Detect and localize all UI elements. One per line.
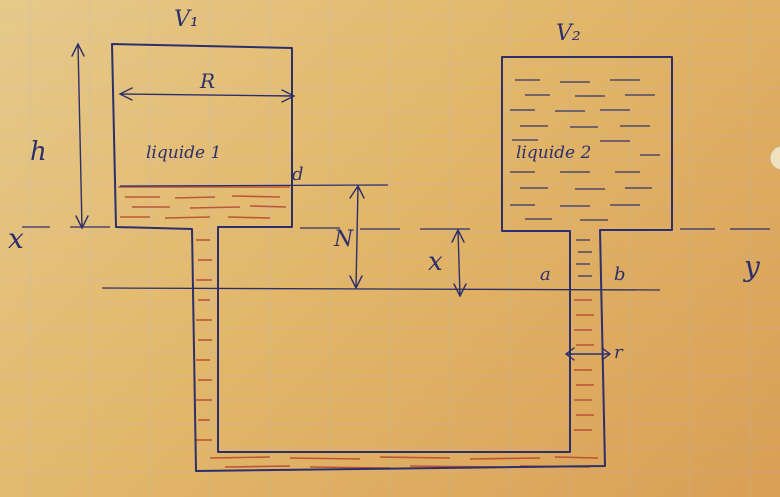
label-h: h <box>30 137 47 167</box>
dimension-arrows <box>71 42 612 361</box>
vessel1-outline <box>111 43 673 472</box>
label-y-axis: y <box>742 250 761 283</box>
label-liquid1: liquide 1 <box>146 143 221 163</box>
vessel-outline <box>111 43 673 472</box>
label-v2: V₂ <box>556 21 581 46</box>
label-b: b <box>614 264 626 285</box>
arrow-x <box>451 228 467 298</box>
label-x-height: x <box>428 247 443 277</box>
arrow-r <box>564 347 612 361</box>
label-a: a <box>540 264 551 285</box>
label-x-axis: x <box>8 222 24 255</box>
arrow-R <box>118 87 296 103</box>
label-v1: V₁ <box>174 7 199 32</box>
label-r: r <box>614 342 624 363</box>
liquid2-hatching <box>510 79 660 277</box>
label-R: R <box>199 69 215 93</box>
paper-punch-hole <box>769 145 780 171</box>
arrow-N <box>349 184 365 290</box>
label-d: d <box>292 164 304 185</box>
level-ab-line <box>101 287 661 291</box>
reference-lines <box>22 184 770 291</box>
interface-level-d <box>119 184 389 187</box>
liquid1-hatching <box>118 186 599 469</box>
label-liquid2: liquide 2 <box>516 143 591 163</box>
label-N: N <box>333 227 354 252</box>
arrow-h <box>71 42 89 230</box>
